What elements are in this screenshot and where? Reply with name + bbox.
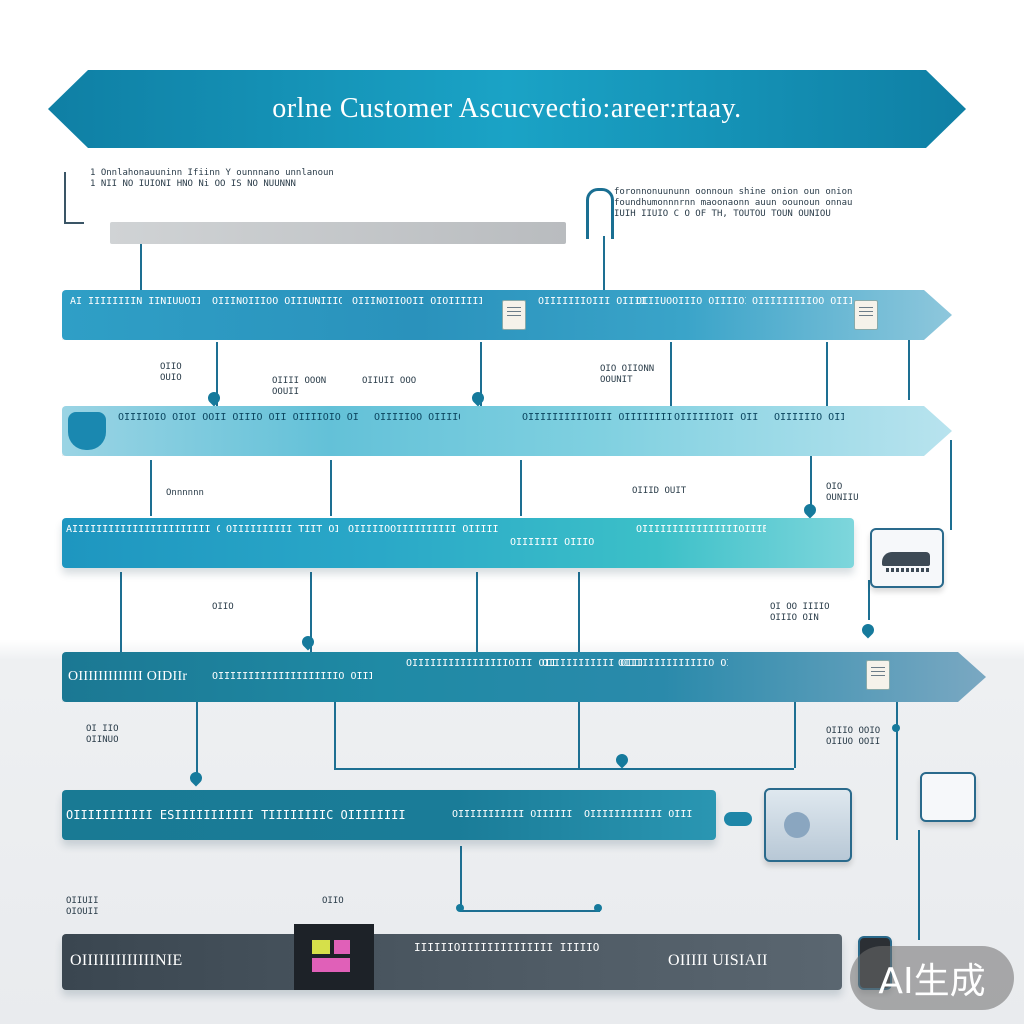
- connector: [826, 342, 828, 406]
- note-row3-b: OI OO IIIIO OIIIO OIN: [770, 602, 830, 623]
- note-row4-a: OI IIO OIINUO: [86, 724, 119, 745]
- row3-seg-2: OIIIIIIIIII TIIT OIIIIIIIIIOIIII: [226, 524, 338, 535]
- row3-seg-3: OIIIIIOOIIIIIIIIII OIIIIIIIIIIIIIIIIII: [348, 524, 498, 535]
- flow-row-1: AI IIIIIIIIN IINIUUOIIIIIOIII OIIINOIIIO…: [62, 290, 952, 340]
- row6-seg-2: IIIIIIOIIIIIIIIIIIIII IIIIIO TOUUO O IUO…: [414, 942, 604, 954]
- shoe-icon: [870, 528, 944, 588]
- connector: [950, 440, 952, 530]
- node-dot: [594, 904, 602, 912]
- note-row2-a: Onnnnnn: [166, 488, 204, 498]
- row4-seg-5: OIIIIIIIIIIIIIIO OIIIIIIIIIOIIIII: [618, 658, 727, 669]
- note-row3-a: OIIO: [212, 602, 234, 612]
- note-row2-b: OIIID OUIT: [632, 486, 687, 496]
- note-row1-a: OIIO OUIO: [160, 362, 182, 383]
- connector: [330, 460, 332, 516]
- row1-seg-4: OIIIIIIIOIII OIIIIIIIOII: [538, 296, 647, 307]
- connector: [794, 702, 796, 768]
- drop-icon: [205, 389, 223, 407]
- flow-row-5: OIIIIIIIIIII ESIIIIIIIIIII TIIIIIIIIC OI…: [62, 790, 716, 840]
- drop-icon: [469, 389, 487, 407]
- note-row5-a: OIIUII OIOUII: [66, 896, 99, 917]
- row1-seg-1: AI IIIIIIIIN IINIUUOIIIIIOIII: [70, 296, 200, 307]
- flow-row-4: OIIIIIIIIIIIII OIDIIr OIIIIIIIIIIIIIIIII…: [62, 652, 986, 702]
- hook-icon: [586, 188, 614, 239]
- drop-icon: [299, 633, 317, 651]
- node-dot: [456, 904, 464, 912]
- row3-seg-1: AIIIIIIIIIIIIIIIIIIIIIII OIIIIIIIIIIIIII…: [66, 524, 220, 535]
- drop-icon: [859, 621, 877, 639]
- node-dot: [892, 724, 900, 732]
- connector: [578, 702, 580, 768]
- connector: [140, 244, 142, 290]
- media-icon: [294, 924, 374, 990]
- row2-seg-1: OIIIIOIO OIOI OOII OIIIO OII OIIIIOIO OI…: [118, 412, 358, 423]
- connector: [460, 846, 462, 910]
- connector: [896, 700, 898, 840]
- flow-row-6: OIIIIIIIIIIIIINIE IIIIIIOIIIIIIIIIIIIII …: [62, 924, 842, 990]
- drop-icon: [613, 751, 631, 769]
- flow-row-3: AIIIIIIIIIIIIIIIIIIIIIII OIIIIIIIIIIIIII…: [62, 518, 854, 568]
- shield-icon: [68, 412, 106, 450]
- row1-seg-3: OIIINOIIOOII OIOIIIIIIOO: [352, 296, 482, 307]
- connector: [476, 572, 478, 652]
- row4-seg-2: OIIIIIIIIIIIIIIIIIIIIO OIIIIIIIIIIIIIIII…: [212, 671, 372, 682]
- row4-seg-4: OIIIIIIIIIII OIIIIIIIOIIO: [542, 658, 642, 669]
- connector: [480, 342, 482, 406]
- connector: [908, 322, 910, 400]
- connector: [918, 830, 920, 940]
- row2-seg-5: OIIIIIIO OIIIIIOO: [774, 412, 844, 423]
- row4-seg-1: OIIIIIIIIIIIII OIDIIr: [68, 669, 188, 684]
- connector: [810, 440, 812, 510]
- note-top-left: 1 Onnlahonauuninn Ifiinn Y ounnnano unnl…: [90, 168, 334, 189]
- row3-seg-4: OIIIIIII OIIIO: [510, 537, 595, 548]
- connector: [216, 342, 218, 406]
- connector: [310, 572, 312, 652]
- row5-seg-3: OIIIIIIIIIIII OIII: [584, 809, 693, 820]
- row1-seg-2: OIIINOIIIOO OIIIUNIIIOIIIO: [212, 296, 342, 307]
- connector: [868, 580, 870, 620]
- connector: [520, 460, 522, 516]
- header-placeholder-bar: [110, 222, 566, 244]
- note-row1-d: OIO OIIONN OOUNIT: [600, 364, 655, 385]
- connector: [334, 702, 336, 768]
- note-row1-b: OIIII OOON OOUII: [272, 376, 327, 397]
- plug-icon: [724, 812, 752, 826]
- ai-generated-watermark: AI生成: [850, 946, 1014, 1010]
- row1-seg-6: OIIIIIIIIIOO OIIIIIIOII: [752, 296, 852, 307]
- row1-seg-5: OIIIUOOIIIO OIIIIOIIOO: [636, 296, 745, 307]
- row5-seg-2: OIIIIIIIIIII OIIIIIIIIII: [452, 809, 572, 820]
- banner-title: orlne Customer Ascucvectio:areer:rtaay.: [272, 93, 742, 124]
- note-row1-c: OIIUII OOO: [362, 376, 417, 386]
- connector: [460, 910, 600, 912]
- document-icon: [502, 300, 526, 330]
- connector: [670, 342, 672, 406]
- connector: [196, 702, 198, 778]
- connector: [578, 572, 580, 652]
- note-row2-c: OIO OUNIIU: [826, 482, 859, 503]
- drop-icon: [801, 501, 819, 519]
- flow-row-2: OIIIIOIO OIOI OOII OIIIO OII OIIIIOIO OI…: [62, 406, 952, 456]
- drop-icon: [187, 769, 205, 787]
- device-icon: [764, 788, 852, 862]
- note-row4-b: OIIIO OOIO OIIUO OOII: [826, 726, 881, 747]
- connector: [150, 460, 152, 516]
- row6-seg-1: OIIIIIIIIIIIIINIE: [70, 952, 183, 969]
- note-row5-b: OIIO: [322, 896, 344, 906]
- row5-seg-1: OIIIIIIIIIII ESIIIIIIIIIII TIIIIIIIIC OI…: [66, 808, 406, 822]
- connector: [120, 572, 122, 652]
- row2-seg-2: OIIIIIOO OIIIIOIOIII: [374, 412, 459, 423]
- note-top-right: foronnonuununn oonnoun shine onion oun o…: [614, 187, 853, 219]
- bracket-icon: [64, 172, 84, 224]
- document-icon: [866, 660, 890, 690]
- monitor-icon: [920, 772, 976, 822]
- connector: [334, 768, 794, 770]
- document-icon: [854, 300, 878, 330]
- row6-seg-3: OIIIII UISIAII: [668, 952, 768, 969]
- row4-seg-3: OIIIIIIIIIIIIIIIIOIII OIIIIIIIIIIIIIIIII…: [406, 658, 556, 669]
- title-banner: orlne Customer Ascucvectio:areer:rtaay.: [48, 70, 966, 148]
- connector: [603, 236, 605, 290]
